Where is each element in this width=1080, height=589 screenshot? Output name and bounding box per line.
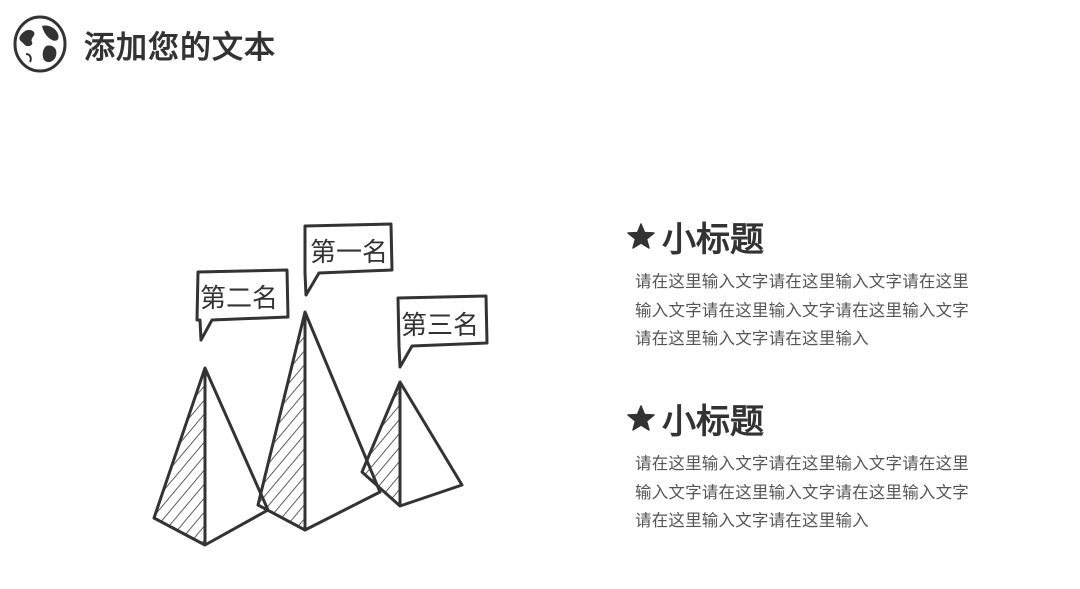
label-third: 第三名 bbox=[401, 311, 480, 341]
flag-second bbox=[195, 268, 290, 342]
label-first: 第一名 bbox=[310, 238, 389, 268]
pyramid-third bbox=[360, 380, 464, 508]
pyramid-first bbox=[256, 310, 382, 532]
globe-icon bbox=[13, 15, 67, 73]
star-icon bbox=[627, 223, 655, 249]
label-second: 第二名 bbox=[200, 284, 279, 314]
section-1-title: 小标题 bbox=[662, 219, 764, 260]
section-2-heading: 小标题 bbox=[624, 396, 984, 442]
pyramid-second bbox=[152, 366, 270, 547]
page-title: 添加您的文本 bbox=[84, 29, 276, 66]
ranking-diagram: 第二名 第一名 第三名 bbox=[140, 210, 500, 560]
flag-third bbox=[396, 294, 489, 369]
header: 添加您的文本 bbox=[12, 14, 276, 74]
flag-first bbox=[303, 222, 394, 297]
section-2-body: 请在这里输入文字请在这里输入文字请在这里输入文字请在这里输入文字请在这里输入文字… bbox=[635, 454, 969, 530]
section-2-title: 小标题 bbox=[662, 401, 764, 442]
section-1: 小标题 请在这里输入文字请在这里输入文字请在这里输入文字请在这里输入文字请在这里… bbox=[624, 214, 984, 354]
section-1-heading: 小标题 bbox=[624, 214, 984, 260]
section-2: 小标题 请在这里输入文字请在这里输入文字请在这里输入文字请在这里输入文字请在这里… bbox=[624, 396, 984, 536]
star-icon bbox=[627, 405, 655, 431]
pyramids-drawing bbox=[152, 222, 489, 547]
section-1-body: 请在这里输入文字请在这里输入文字请在这里输入文字请在这里输入文字请在这里输入文字… bbox=[635, 272, 969, 348]
